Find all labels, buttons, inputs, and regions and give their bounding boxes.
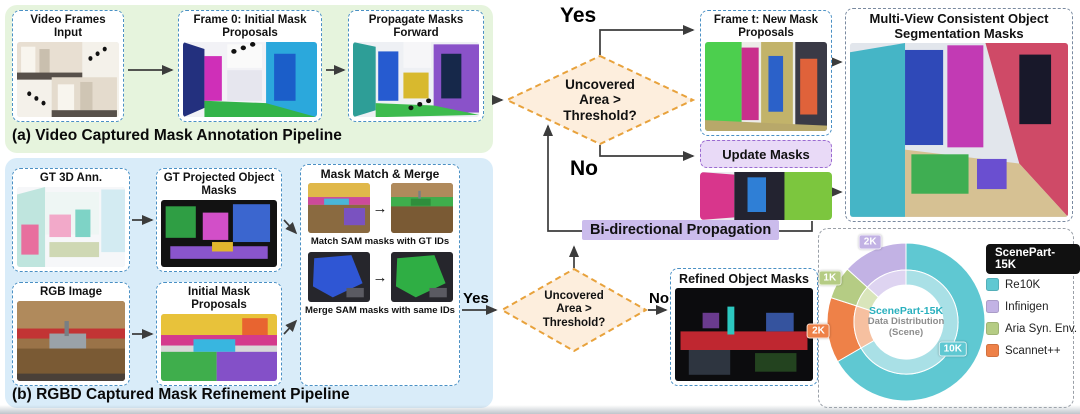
legend-label: Re10K xyxy=(1005,278,1041,291)
propagated-masks-image xyxy=(353,41,479,117)
sam-mask-blue-image xyxy=(307,252,370,303)
rgb-image-box: RGB Image xyxy=(12,282,130,386)
box-title: Propagate Masks Forward xyxy=(368,14,464,39)
multiview-output-box: Multi-View Consistent Object Segmentatio… xyxy=(845,8,1073,222)
video-frames-input-box: Video Frames Input xyxy=(12,10,124,122)
donut-subtitle: Data Distribution xyxy=(867,316,945,328)
gt-3d-scene-image xyxy=(17,186,125,267)
no-label-bottom: No xyxy=(649,290,669,307)
box-title: Refined Object Masks xyxy=(679,272,809,286)
box-title: Initial Mask Proposals xyxy=(188,286,250,311)
merged-mask-green-image xyxy=(390,252,453,303)
update-masks-label: Update Masks xyxy=(722,146,810,162)
panel-b-caption: (b) RGBD Captured Mask Refinement Pipeli… xyxy=(12,386,350,403)
refined-object-masks-box: Refined Object Masks xyxy=(670,268,818,386)
donut-center-text: ScenePart-15K Data Distribution (Scene) xyxy=(866,305,946,339)
legend-label: Aria Syn. Env. xyxy=(1005,322,1078,335)
no-label-top: No xyxy=(570,157,598,180)
box-title: Video Frames Input xyxy=(30,14,106,39)
update-masks-box: Update Masks xyxy=(700,140,832,168)
sam-masks-kitchen-image xyxy=(307,183,370,234)
merge-sam-label: Merge SAM masks with same IDs xyxy=(305,305,455,317)
decision-uncovered-area-top: Uncovered Area > Threshold? xyxy=(504,54,696,146)
mask-match-merge-box: Mask Match & Merge → xyxy=(300,164,460,386)
chart-value-chip: 1K xyxy=(818,270,842,286)
box-title: GT Projected Object Masks xyxy=(163,172,275,197)
gt-projected-masks-box: GT Projected Object Masks xyxy=(156,168,282,272)
right-arrow-icon: → xyxy=(372,268,388,286)
bidirectional-propagation-label: Bi-directional Propagation xyxy=(582,220,780,240)
frame0-initial-proposals-box: Frame 0: Initial Mask Proposals xyxy=(178,10,322,122)
updated-masks-image xyxy=(700,172,832,220)
yes-label-bottom: Yes xyxy=(463,290,489,307)
chart-value-chip: 2K xyxy=(807,323,830,339)
frame0-masks-image xyxy=(183,41,317,117)
initial-mask-proposals-image xyxy=(161,313,277,381)
decision-uncovered-area-bottom: Uncovered Area > Threshold? xyxy=(499,267,649,353)
gt-projected-masks-image xyxy=(161,199,277,267)
box-title: Multi-View Consistent Object Segmentatio… xyxy=(869,11,1049,41)
bottom-edge-shading xyxy=(0,405,1080,414)
decision-text: Uncovered Area > Threshold? xyxy=(563,76,637,123)
donut-subtitle-2: (Scene) xyxy=(888,327,924,339)
match-image-pair: → xyxy=(305,183,455,234)
hallway-photo xyxy=(17,41,119,117)
legend-item: Infinigen xyxy=(986,300,1077,313)
match-sam-label: Match SAM masks with GT IDs xyxy=(310,236,450,248)
donut-title: ScenePart-15K xyxy=(868,305,944,318)
right-arrow-icon: → xyxy=(372,199,388,217)
kitchen-photo xyxy=(17,300,125,381)
frame-t-masks-image xyxy=(705,41,827,131)
legend-item: Re10K xyxy=(986,278,1077,291)
legend-label: Scannet++ xyxy=(1005,344,1061,357)
merge-image-pair: → xyxy=(305,252,455,303)
scenepart-badge: ScenePart-15K xyxy=(986,244,1080,274)
box-title: Frame 0: Initial Mask Proposals xyxy=(193,14,307,39)
yes-label-top: Yes xyxy=(560,4,597,27)
chart-value-chip: 10K xyxy=(938,341,967,357)
legend-swatch xyxy=(986,322,999,335)
multiview-segmentation-image xyxy=(850,43,1068,217)
chart-value-chip: 2K xyxy=(858,234,882,250)
box-title: RGB Image xyxy=(40,286,102,298)
initial-mask-proposals-box: Initial Mask Proposals xyxy=(156,282,282,386)
refined-masks-image xyxy=(675,288,813,381)
legend-swatch xyxy=(986,344,999,357)
matched-gt-ids-image xyxy=(390,183,453,234)
decision-text: Uncovered Area > Threshold? xyxy=(542,290,606,329)
legend-label: Infinigen xyxy=(1005,300,1049,313)
legend-swatch xyxy=(986,300,999,313)
frame-t-new-proposals-box: Frame t: New Mask Proposals xyxy=(700,10,832,136)
propagate-masks-box: Propagate Masks Forward xyxy=(348,10,484,122)
box-title: Frame t: New Mask Proposals xyxy=(713,14,819,39)
scene-distribution-donut: ScenePart-15K Data Distribution (Scene) … xyxy=(807,234,990,406)
legend-item: Scannet++ xyxy=(986,344,1077,357)
panel-a-caption: (a) Video Captured Mask Annotation Pipel… xyxy=(12,127,342,144)
gt-3d-annotation-box: GT 3D Ann. xyxy=(12,168,130,272)
legend-item: Aria Syn. Env. xyxy=(986,322,1077,335)
legend-swatch xyxy=(986,278,999,291)
box-title: Mask Match & Merge xyxy=(320,167,440,181)
box-title: GT 3D Ann. xyxy=(39,172,103,184)
